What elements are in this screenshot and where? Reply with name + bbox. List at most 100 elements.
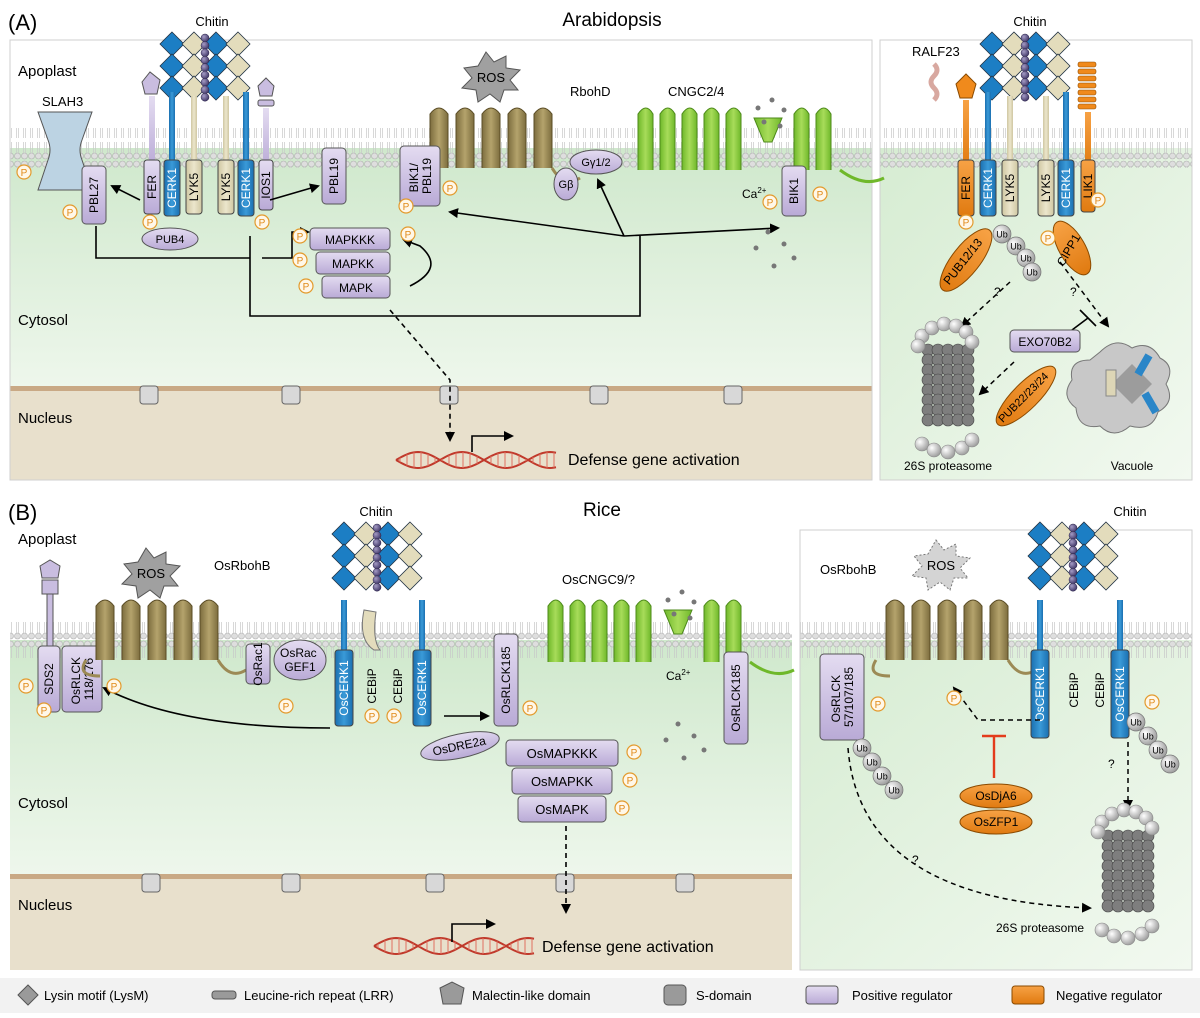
phospho-mark — [62, 204, 78, 220]
lysm-diamond — [1093, 565, 1119, 591]
exo70b2-label: EXO70B2 — [1018, 335, 1072, 349]
mapkkk-label: MAPKKK — [325, 233, 375, 247]
question-a2: ? — [1070, 285, 1077, 299]
calcium-ion — [675, 721, 681, 727]
phospho-label: P — [297, 232, 304, 243]
calcium-ion — [687, 615, 693, 621]
phospho-mark — [614, 800, 630, 816]
osrlck185b-label: OsRLCK185 — [729, 664, 743, 732]
proteasome-cap — [1120, 930, 1136, 946]
proteasome-cap — [936, 316, 952, 332]
osmapk-label: OsMAPK — [535, 802, 589, 817]
oscerk1-label: OsCERK1 — [337, 660, 351, 716]
phospho-mark — [292, 228, 308, 244]
phospho-label: P — [1045, 234, 1052, 245]
osrbohb-label-right: OsRbohB — [820, 562, 876, 577]
chitin-bead — [200, 48, 210, 58]
oscerk1b-kinase — [412, 649, 432, 727]
chitin-label-b: Chitin — [359, 504, 392, 519]
calcium-ion — [781, 241, 787, 247]
cngc-helix — [613, 599, 630, 662]
ubiquitin — [1126, 712, 1146, 732]
calcium-ion — [691, 733, 697, 739]
osrlck185b-box — [723, 651, 749, 745]
proteasome-cap — [910, 338, 926, 354]
cerk1-r-label: CERK1 — [981, 168, 995, 208]
chitin-bead — [1068, 568, 1078, 577]
chitin-label-a: Chitin — [195, 14, 228, 29]
oscerk1-stalk — [341, 600, 347, 650]
cngc-channel-a — [637, 97, 885, 269]
osracgef1-ellipse — [273, 639, 327, 681]
osrlck118-box — [61, 645, 103, 713]
lrr-domain — [257, 99, 275, 107]
chitin-bead — [372, 531, 382, 540]
cngc-helix — [815, 107, 832, 170]
lyk5b-stalk — [223, 96, 229, 168]
positive-swatch — [805, 985, 839, 1005]
phospho-label: P — [1149, 698, 1156, 709]
sds2-receptor — [37, 559, 61, 713]
proteasome-cap — [926, 442, 942, 458]
phospho-mark — [106, 678, 122, 694]
cngc-helix — [793, 107, 810, 170]
phospho-label: P — [111, 682, 118, 693]
calcium-ion — [771, 263, 777, 269]
cngc-helix — [725, 107, 742, 170]
phospho-label: P — [283, 702, 290, 713]
phospho-mark — [958, 214, 974, 230]
oscerk1-r2-kinase — [1110, 649, 1130, 739]
phospho-mark — [292, 252, 308, 268]
oscerk1b-stalk — [419, 600, 425, 650]
ubiquitin — [1160, 754, 1180, 774]
cytosol-label-b: Cytosol — [18, 795, 68, 812]
chitin-bead — [1020, 48, 1030, 58]
oscerk1-r-kinase — [1030, 649, 1050, 739]
legend-lysm: Lysin motif (LysM) — [44, 988, 149, 1003]
lyk5-r-label: LYK5 — [1003, 173, 1017, 202]
oszfp1-ellipse — [959, 809, 1033, 835]
phospho-label: P — [259, 218, 266, 229]
lik1-label: LIK1 — [1081, 173, 1095, 198]
phospho-mark — [1144, 694, 1160, 710]
chitin-oligomer-a-right — [979, 31, 1071, 102]
proteasome-cap — [914, 436, 930, 452]
dna-helix-b — [373, 936, 535, 956]
ubiquitin-label: Ub — [1142, 732, 1154, 742]
cngc-helix — [569, 599, 586, 662]
calcium-label-a: Ca2+ — [742, 186, 767, 201]
chitin-bead — [1068, 545, 1078, 555]
lrr-domain — [1077, 96, 1097, 103]
ubiquitin-label: Ub — [996, 230, 1008, 240]
ros-burst-a — [460, 51, 522, 103]
cebip-label: CEBiP — [365, 668, 379, 703]
chitin-bead — [1020, 63, 1030, 72]
phospho-mark — [36, 702, 52, 718]
phospho-mark — [622, 772, 638, 788]
phospho-label: P — [1095, 196, 1102, 207]
calcium-ion — [781, 107, 787, 113]
legend: Lysin motif (LysM) Leucine-rich repeat (… — [17, 981, 1163, 1006]
ros-burst-b-right — [910, 539, 972, 591]
mapkk-label: MAPKK — [332, 257, 374, 271]
cngc-helix — [681, 107, 698, 170]
dna-helix-a — [395, 450, 557, 470]
phospho-mark — [626, 744, 642, 760]
phospho-label: P — [369, 712, 376, 723]
ros-label-a: ROS — [477, 70, 506, 85]
rboh-helix — [533, 107, 553, 168]
ubiquitin — [884, 780, 904, 800]
ubiquitin-label: Ub — [876, 772, 888, 782]
sdomain-swatch — [663, 984, 687, 1006]
chitin-bead — [1020, 33, 1030, 43]
ubiquitin — [872, 766, 892, 786]
slah3-label: SLAH3 — [42, 94, 83, 109]
phospho-label: P — [767, 198, 774, 209]
panel-a-title: Arabidopsis — [562, 10, 661, 31]
ubiquitin — [1022, 262, 1042, 282]
calcium-label-b: Ca2+ — [666, 668, 691, 683]
rboh-helix — [455, 107, 475, 168]
